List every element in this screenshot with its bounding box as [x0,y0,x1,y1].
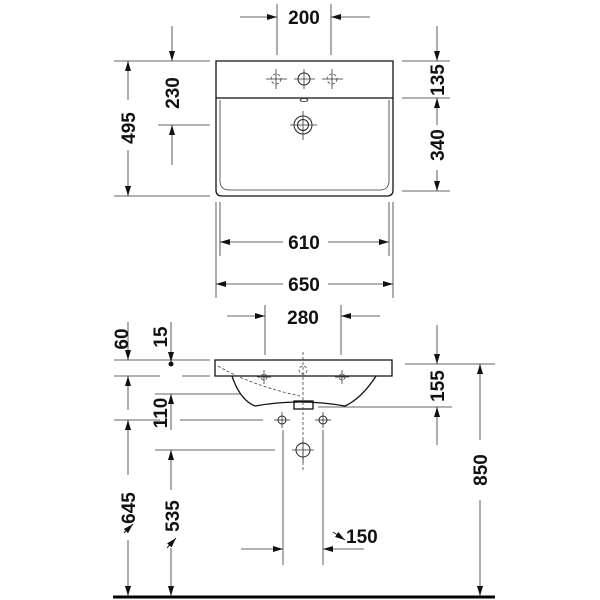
dim-rim-offset: 15 [151,326,172,348]
basin-outline [215,60,394,197]
bracket-left-icon [257,370,271,384]
dim-rim-thickness: 60 [112,328,133,349]
dim-bowl-depth: 340 [428,129,449,161]
waste-pipe-hole-icon [292,440,314,463]
dim-inner-width: 610 [288,233,320,254]
basin-side-outline [214,359,393,377]
bracket-right-icon [335,370,349,384]
side-view: 280 [112,305,495,599]
overflow-icon [299,98,309,102]
dim-drain-to-holes: 110 [151,398,172,429]
tap-hole-left-icon [266,69,287,89]
dim-tap-to-drain: 230 [163,77,184,109]
tap-hole-center-icon [294,69,315,89]
dim-deck-depth: 135 [428,64,449,96]
dim-wall-hole-height: 645 [119,492,140,524]
bowl-outline [219,100,390,191]
dim-bracket-spacing: 280 [287,308,319,329]
dim-total-width: 650 [288,275,320,296]
dim-waste-height: 535 [163,500,184,532]
drain-icon [290,111,317,140]
dim-total-depth: 495 [119,112,140,144]
dim-installation-height: 850 [471,454,492,486]
waste-outlet [293,400,314,410]
basin-bowl-profile [231,375,377,407]
wall-hole-right-icon [315,412,331,428]
dim-waste-pipe-width: 150 [346,527,378,548]
dim-tap-hole-spacing: 200 [288,8,320,29]
tap-hole-right-icon [322,69,343,89]
plan-view: 200 495 230 135 340 610 650 [114,4,450,298]
wall-hole-left-icon [274,412,290,428]
dim-bowl-height: 155 [428,370,449,402]
